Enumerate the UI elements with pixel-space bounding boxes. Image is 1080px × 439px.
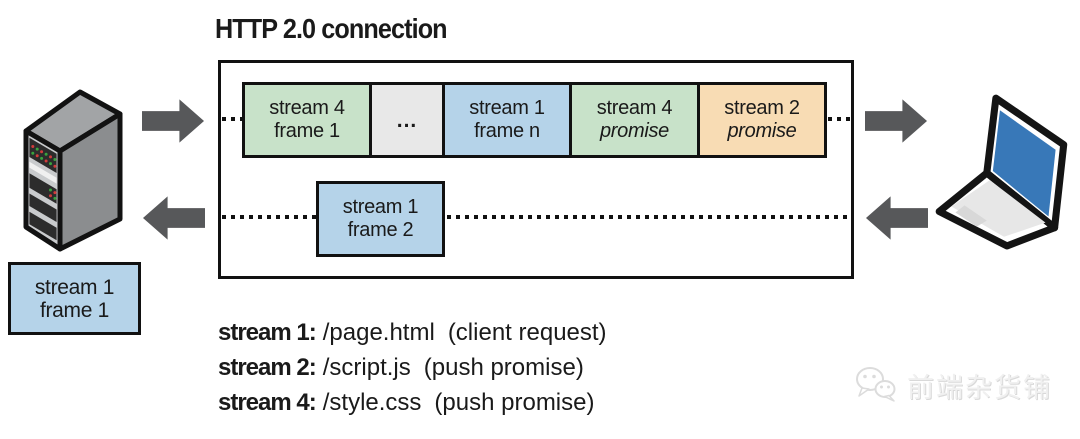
dotted-line [222,215,851,219]
frame-stream2-promise: stream 2 promise [697,82,827,158]
server-icon [23,89,123,252]
dotted-line [828,117,852,121]
frame-label: stream 4 [596,97,673,119]
frame-label: stream 1 [469,97,545,119]
frame-label: promise [599,120,670,142]
legend-item-stream4: stream 4:/style.css (push promise) [218,385,607,420]
wechat-icon [856,367,896,402]
arrow-left-icon [865,195,928,241]
frame-label: stream 2 [724,97,800,119]
frame-label: promise [727,120,797,142]
frame-label: frame n [474,120,540,142]
frame-label: stream 4 [269,97,345,119]
frame-stream4-promise: stream 4 promise [569,82,700,158]
legend-stream-label: stream 4: [218,389,317,416]
legend-item-stream2: stream 2:/script.js (push promise) [218,350,607,385]
legend-path: /style.css [322,389,422,416]
arrow-left-icon [142,195,205,241]
legend-item-stream1: stream 1:/page.html (client request) [218,315,607,350]
legend-path: /page.html [322,319,435,346]
legend-note: (push promise) [434,389,595,416]
legend-path: /script.js [322,354,411,381]
frame-label: stream 1 [342,196,419,218]
frame-stream1-frame2: stream 1 frame 2 [316,181,445,257]
outgoing-frames-row: stream 4 frame 1 ... stream 1 frame n st… [242,82,827,158]
legend-stream-label: stream 2: [218,354,317,381]
frame-label: frame 1 [274,120,340,142]
legend-note: (client request) [447,319,607,346]
frame-stream1-frame1-server: stream 1 frame 1 [8,262,141,335]
arrow-right-icon [142,98,205,144]
legend-note: (push promise) [423,354,584,381]
diagram-title: HTTP 2.0 connection [215,13,448,44]
legend-stream-label: stream 1: [218,319,317,346]
frame-label: frame 2 [347,219,414,241]
arrow-right-icon [865,98,928,144]
ellipsis-label: ... [396,108,418,132]
frame-label: stream 1 [34,275,115,299]
laptop-icon [935,94,1068,250]
frame-stream1-framen: stream 1 frame n [442,82,572,158]
stream-legend: stream 1:/page.html (client request) stre… [218,315,607,420]
dotted-line [222,117,242,121]
frame-label: frame 1 [39,298,110,322]
frame-stream4-frame1: stream 4 frame 1 [242,82,372,158]
watermark-text: 前端杂货铺 [907,372,1052,403]
frame-ellipsis: ... [369,82,445,158]
watermark: 前端杂货铺 [854,364,1052,406]
